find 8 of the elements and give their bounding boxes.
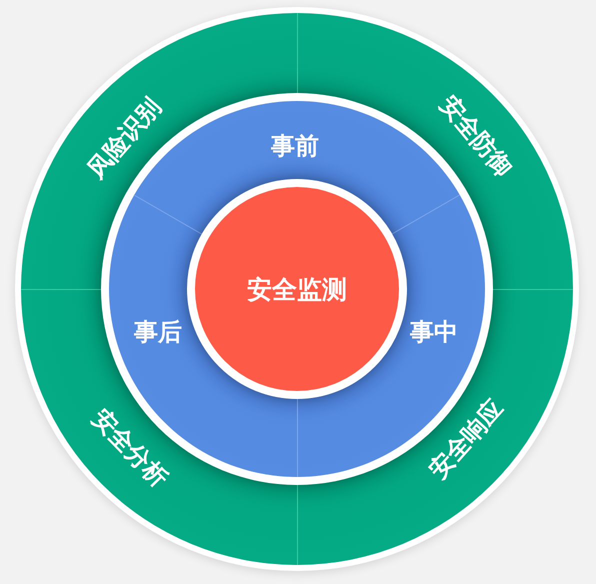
segment-label: 风险识别 bbox=[83, 94, 165, 182]
segment-label: 事中 bbox=[410, 320, 458, 344]
center-label: 安全监测 bbox=[247, 276, 347, 302]
segment-label: 事前 bbox=[271, 134, 319, 158]
segment-label: 安全响应 bbox=[424, 395, 508, 483]
segment-label: 安全防御 bbox=[436, 92, 516, 180]
segment-label: 事后 bbox=[134, 320, 182, 344]
segment-label: 安全分析 bbox=[88, 405, 172, 491]
